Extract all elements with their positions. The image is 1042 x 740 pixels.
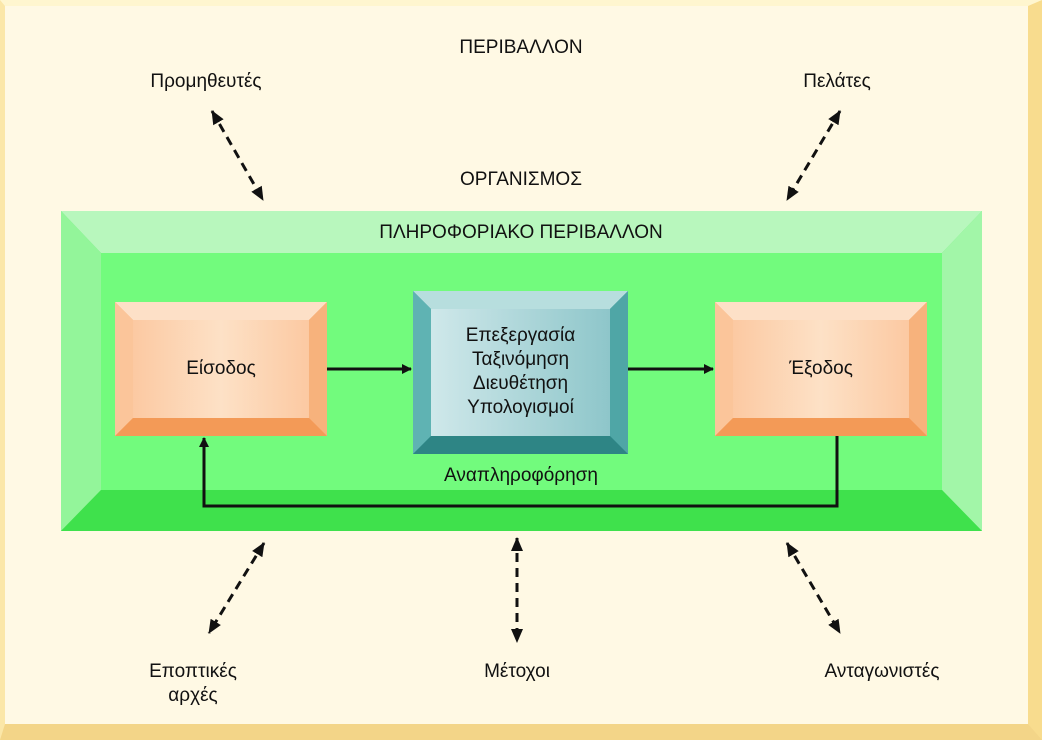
competitors-arrow bbox=[785, 542, 842, 634]
competitors-label: Ανταγωνιστές bbox=[824, 661, 940, 682]
feedback-label: Αναπληροφόρηση bbox=[444, 465, 598, 486]
information-environment-title: ΠΛΗΡΟΦΟΡΙΑΚΟ ΠΕΡΙΒΑΛΛΟΝ bbox=[379, 222, 663, 243]
processing-label: Επεξεργασία Ταξινόμηση Διευθέτηση Υπολογ… bbox=[431, 324, 610, 420]
organization-title: ΟΡΓΑΝΙΣΜΟΣ bbox=[460, 169, 582, 190]
input-box bbox=[115, 302, 327, 436]
processing-line: Υπολογισμοί bbox=[467, 397, 574, 418]
environment-title: ΠΕΡΙΒΑΛΛΟΝ bbox=[459, 37, 583, 58]
feedback-loop-arrow bbox=[199, 436, 839, 508]
processing-line: Ταξινόμηση bbox=[471, 349, 570, 370]
input-label: Είσοδος bbox=[186, 358, 256, 379]
output-box bbox=[715, 302, 927, 436]
processing-line: Επεξεργασία bbox=[465, 325, 576, 346]
processing-box bbox=[413, 291, 628, 454]
suppliers-label: Προμηθευτές bbox=[150, 71, 262, 92]
suppliers-arrow bbox=[210, 110, 265, 201]
regulators-label: Εποπτικές αρχές bbox=[149, 661, 237, 706]
output-label: Έξοδος bbox=[789, 358, 853, 379]
customers-arrow bbox=[785, 110, 842, 201]
customers-label: Πελάτες bbox=[803, 71, 871, 92]
processing-line: Διευθέτηση bbox=[472, 373, 569, 394]
regulators-arrow bbox=[207, 542, 266, 634]
shareholders-label: Μέτοχοι bbox=[484, 661, 550, 682]
